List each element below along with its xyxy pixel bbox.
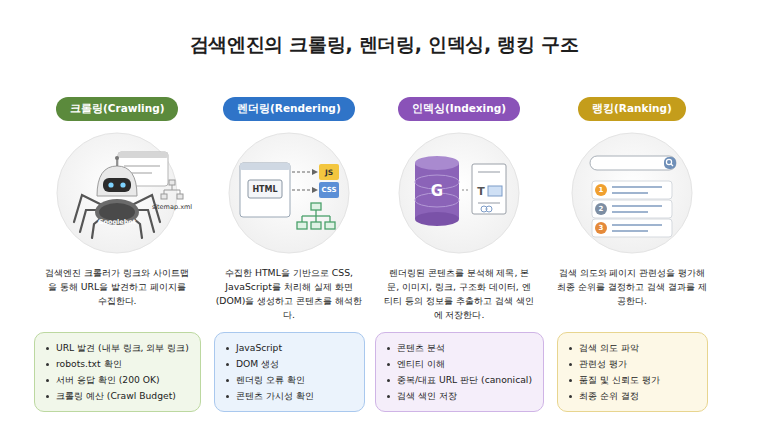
title: 검색엔진의 크롤링, 렌더링, 인덱싱, 랭킹 구조	[0, 32, 768, 58]
bullet-dot	[387, 363, 390, 366]
icon-label: 1	[599, 186, 604, 194]
bullet-dot	[46, 363, 49, 366]
stage-description: 수집한 HTML을 기반으로 CSS, JavaScript를 처리해 실제 화…	[214, 266, 364, 322]
bullet-box: URL 발견 (내부 링크, 외부 링크)robots.txt 확인서버 응답 …	[34, 332, 201, 412]
bullet-dot	[226, 379, 229, 382]
stage-pill: 크롤링(Crawling)	[56, 97, 178, 121]
rendering-icon	[240, 163, 339, 229]
icon-label: CSS	[321, 186, 336, 194]
ranking-icon	[590, 156, 676, 237]
bullet-dot	[46, 395, 49, 398]
bullet-item: 콘텐츠 가시성 확인	[225, 388, 353, 404]
icon-label: 3	[599, 224, 604, 232]
bullet-item: 품질 및 신뢰도 평가	[568, 372, 696, 388]
bullet-item: 검색 색인 저장	[386, 388, 532, 404]
bullet-dot	[387, 347, 390, 350]
bullet-item: 관련성 평가	[568, 356, 696, 372]
bullet-item: 렌더링 오류 확인	[225, 372, 353, 388]
bullet-dot	[226, 347, 229, 350]
bullet-item: 엔티티 이해	[386, 356, 532, 372]
stage-description: 검색 의도와 페이지 관련성을 평가해 최종 순위를 결정하고 검색 결과를 제…	[557, 266, 707, 308]
bullet-item: 서버 응답 확인 (200 OK)	[45, 372, 189, 388]
bullet-dot	[387, 395, 390, 398]
bullet-dot	[387, 379, 390, 382]
icon-label: sitemap.xml	[152, 203, 192, 211]
bullet-dot	[226, 395, 229, 398]
bullet-dot	[46, 379, 49, 382]
icon-label: JS	[325, 168, 333, 177]
bullet-dot	[226, 363, 229, 366]
bullet-dot	[569, 379, 572, 382]
bullet-item: 검색 의도 파악	[568, 340, 696, 356]
stage-pill: 랭킹(Ranking)	[578, 97, 686, 121]
bullet-dot	[569, 347, 572, 350]
icon-label: T	[477, 185, 485, 198]
stage-title: 렌더링(Rendering)	[237, 102, 341, 114]
bullet-box: 콘텐츠 분석엔티티 이해중복/대표 URL 판단 (canonical)검색 색…	[375, 332, 544, 412]
icon-label: G	[431, 182, 443, 200]
stage-pill: 인덱싱(Indexing)	[398, 97, 520, 121]
bullet-item: 최종 순위 결정	[568, 388, 696, 404]
stage-title: 인덱싱(Indexing)	[412, 102, 506, 114]
bullet-item: URL 발견 (내부 링크, 외부 링크)	[45, 340, 189, 356]
bullet-dot	[569, 363, 572, 366]
icon-label: HTML	[252, 185, 277, 194]
stage-pill: 렌더링(Rendering)	[223, 97, 355, 121]
stage-description: 렌더링된 콘텐츠를 분석해 제목, 본문, 이미지, 링크, 구조화 데이터, …	[384, 266, 534, 322]
bullet-item: 크롤링 예산 (Crawl Budget)	[45, 388, 189, 404]
bullet-box: JavaScriptDOM 생성렌더링 오류 확인콘텐츠 가시성 확인	[214, 332, 365, 412]
bullet-item: DOM 생성	[225, 356, 353, 372]
database-icon	[415, 156, 506, 226]
bullet-item: 콘텐츠 분석	[386, 340, 532, 356]
icon-circle	[57, 133, 692, 253]
icon-label: 2	[599, 205, 604, 213]
stage-title: 랭킹(Ranking)	[592, 102, 672, 114]
crawler-robot	[74, 152, 183, 238]
bullet-dot	[569, 395, 572, 398]
stage-description: 검색엔진 크롤러가 링크와 사이트맵을 통해 URL을 발견하고 페이지를 수집…	[42, 266, 192, 308]
bullet-dot	[46, 347, 49, 350]
bullet-box: 검색 의도 파악관련성 평가품질 및 신뢰도 평가최종 순위 결정	[557, 332, 708, 412]
bullet-item: robots.txt 확인	[45, 356, 189, 372]
icon-label: Googlebot	[98, 218, 136, 226]
bullet-item: JavaScript	[225, 340, 353, 356]
bullet-item: 중복/대표 URL 판단 (canonical)	[386, 372, 532, 388]
stage-title: 크롤링(Crawling)	[70, 102, 164, 114]
